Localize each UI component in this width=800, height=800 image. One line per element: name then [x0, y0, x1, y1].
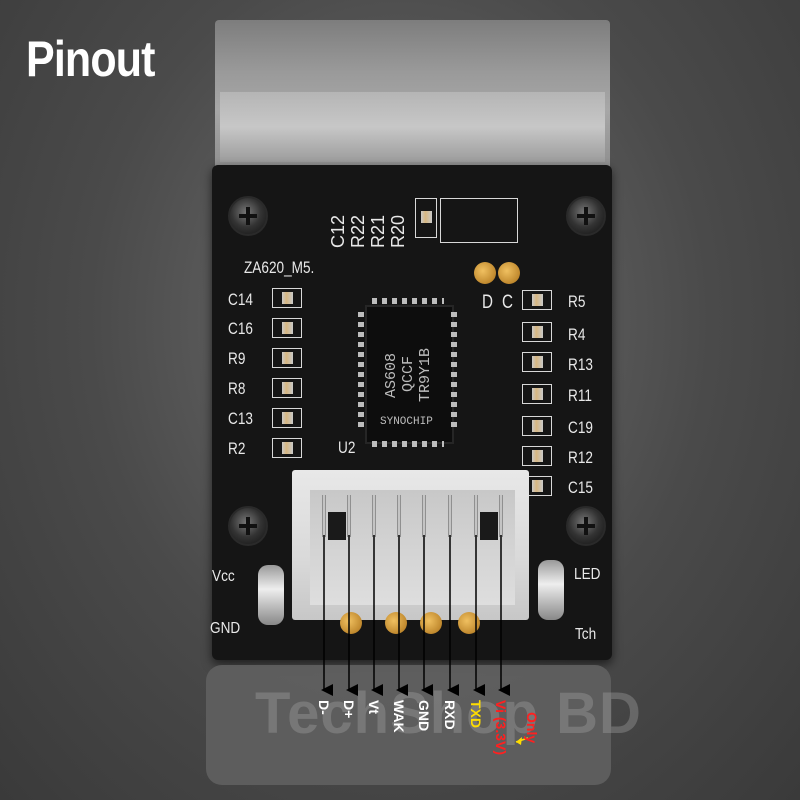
- pin-label-wak: WAK: [391, 700, 407, 733]
- connector-pin: [448, 495, 452, 537]
- silk-ref-left: C16: [228, 319, 253, 338]
- silk-ref-left: R8: [228, 379, 246, 398]
- pin-connector-socket: [310, 490, 515, 605]
- connector-pin: [422, 495, 426, 537]
- connector-pin: [499, 495, 503, 537]
- screw-top-left: [228, 196, 268, 236]
- connector-pin: [474, 495, 478, 537]
- pin-label-gnd: GND: [416, 700, 432, 732]
- silk-ref-right: R4: [568, 325, 586, 344]
- connector-latch: [328, 512, 346, 540]
- resistor-footprint: [272, 438, 302, 458]
- sensor-housing-band: [220, 92, 605, 162]
- resistor-footprint: [272, 348, 302, 368]
- silk-ref-right: R12: [568, 448, 593, 467]
- connector-pin: [372, 495, 376, 537]
- capacitor-footprint: [272, 318, 302, 338]
- chip-pins-bottom: [372, 441, 444, 447]
- screw-top-right: [566, 196, 606, 236]
- gold-test-pad: [498, 262, 520, 284]
- silk-ref-right: C19: [568, 418, 593, 437]
- page-title: Pinout: [26, 31, 155, 87]
- resistor-footprint: [522, 290, 552, 310]
- silk-ref-right: R13: [568, 355, 593, 374]
- edge-label-tch: Tch: [575, 626, 597, 643]
- pin-label-d-plus: D+: [341, 700, 357, 719]
- silk-ref-right: R5: [568, 292, 586, 311]
- note-arrow-head: [516, 737, 522, 745]
- board-model-label: ZA620_M5.: [244, 258, 315, 277]
- resistor-footprint: [522, 446, 552, 466]
- chip-pins-right: [451, 312, 457, 432]
- connector-pin: [322, 495, 326, 537]
- capacitor-footprint: [272, 408, 302, 428]
- led-right: [538, 560, 564, 620]
- led-left: [258, 565, 284, 625]
- gold-solder-pad: [420, 612, 442, 634]
- connector-pin: [397, 495, 401, 537]
- edge-label-led: LED: [574, 566, 601, 583]
- silk-d-label: D: [482, 292, 493, 313]
- connector-latch: [480, 512, 498, 540]
- pin-label-panel: [206, 665, 611, 785]
- resistor-footprint: [522, 322, 552, 342]
- silk-ref-left: C14: [228, 290, 253, 309]
- screw-bottom-left: [228, 506, 268, 546]
- edge-label-gnd: GND: [210, 620, 241, 637]
- silk-ref-left: R2: [228, 439, 246, 458]
- capacitor-footprint: [522, 416, 552, 436]
- note-only: Only: [524, 712, 540, 744]
- silk-c-label: C: [502, 292, 513, 313]
- resistor-footprint: [272, 378, 302, 398]
- pad-footprint: [415, 198, 437, 238]
- chip-ref-label: U2: [338, 438, 356, 457]
- screw-bottom-right: [566, 506, 606, 546]
- resistor-footprint: [522, 352, 552, 372]
- chip-pins-left: [358, 312, 364, 432]
- pad-grid: [440, 198, 518, 243]
- pin-label-vt: Vt: [366, 700, 382, 714]
- pin-label-txd: TXD: [468, 700, 484, 728]
- connector-pin: [347, 495, 351, 537]
- gold-solder-pad: [458, 612, 480, 634]
- resistor-footprint: [522, 384, 552, 404]
- silk-ref-left: R9: [228, 349, 246, 368]
- silk-ref-right: C15: [568, 478, 593, 497]
- gold-test-pad: [474, 262, 496, 284]
- chip-pins-top: [372, 298, 444, 304]
- gold-solder-pad: [340, 612, 362, 634]
- pin-label-rxd: RXD: [442, 700, 458, 730]
- gold-solder-pad: [385, 612, 407, 634]
- pin-label-d-minus: D-: [316, 700, 332, 715]
- edge-label-vcc: Vcc: [212, 568, 235, 585]
- chip-brand: SYNOCHIP: [380, 416, 433, 428]
- pin-label-vi: Vi (3.3V): [493, 700, 509, 755]
- capacitor-footprint: [272, 288, 302, 308]
- silk-ref-right: R11: [568, 386, 592, 405]
- as608-chip: [365, 305, 454, 444]
- silk-ref-left: C13: [228, 409, 253, 428]
